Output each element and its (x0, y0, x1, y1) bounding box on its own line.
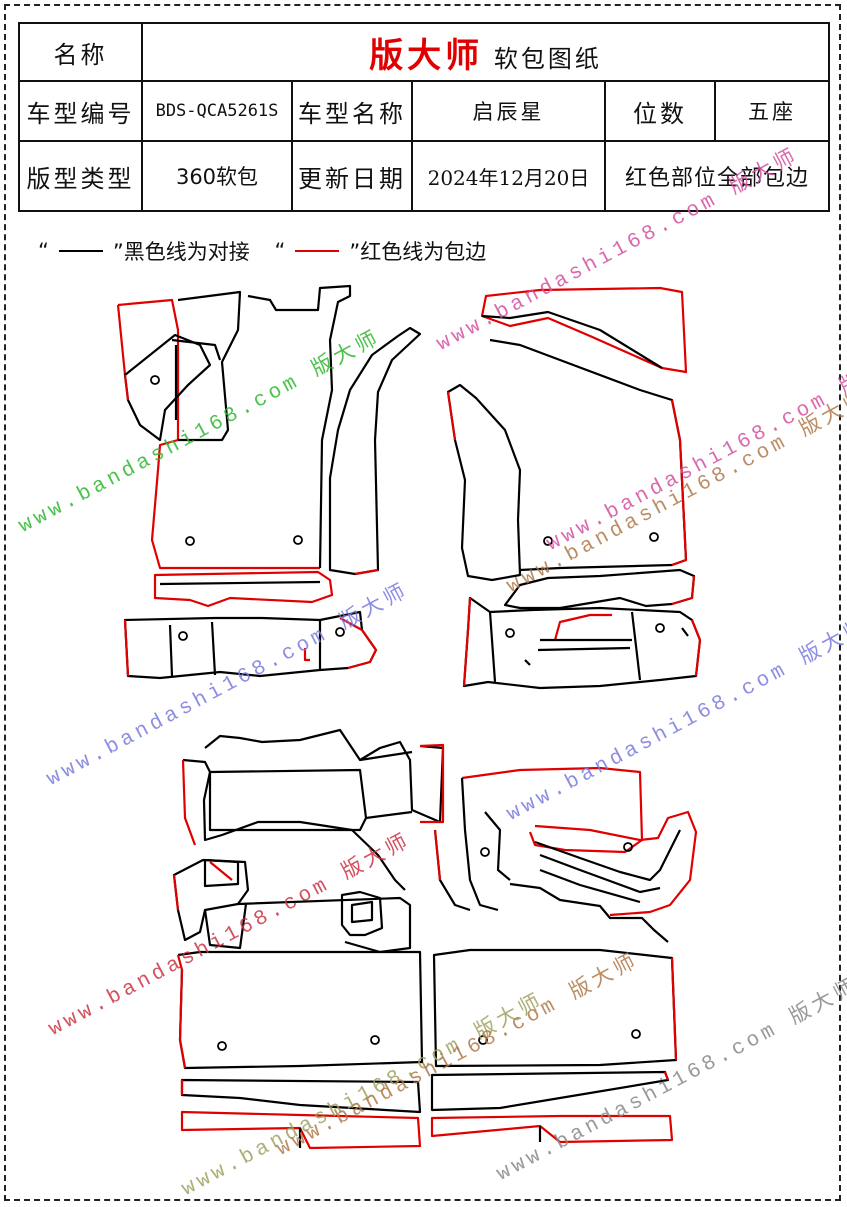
seats-label: 位数 (604, 80, 716, 142)
front-right-mat (446, 286, 688, 582)
model-name-label: 车型名称 (291, 80, 413, 142)
legend-red-text: ”红色线为包边 (349, 240, 487, 264)
update-date-label: 更新日期 (291, 140, 413, 212)
front-right-lower (462, 568, 702, 690)
red-note: 红色部位全部包边 (603, 140, 831, 212)
front-left-sill-strip (328, 326, 422, 576)
legend-black-open: “ (38, 239, 49, 263)
legend: “ ”黑色线为对接 “ ”红色线为包边 (38, 236, 486, 266)
name-label: 名称 (18, 22, 143, 82)
pattern-type-label: 版型类型 (18, 140, 143, 212)
info-table: 名称 版大师 软包图纸 车型编号 BDS-QCA5261S 车型名称 启辰星 位… (18, 22, 831, 212)
legend-black-text: ”黑色线为对接 (112, 240, 250, 264)
brand-title: 版大师 (369, 35, 484, 76)
red-line-swatch (295, 250, 340, 252)
drawing-sheet (4, 4, 841, 1201)
rear-right-mat (430, 766, 698, 1144)
model-code-label: 车型编号 (18, 80, 143, 142)
front-left-lower (123, 570, 378, 680)
brand-subtitle: 软包图纸 (493, 44, 602, 73)
seats-value: 五座 (713, 80, 831, 142)
model-name: 启辰星 (411, 80, 606, 142)
front-left-mat (116, 284, 352, 570)
black-line-swatch (58, 250, 103, 252)
legend-red-open: “ (274, 239, 286, 263)
title-cell: 版大师 软包图纸 (140, 22, 831, 82)
update-date: 2024年12月20日 (411, 140, 606, 212)
model-code: BDS-QCA5261S (141, 80, 293, 142)
rear-left-mat (172, 728, 445, 1150)
pattern-type: 360软包 (141, 140, 293, 212)
